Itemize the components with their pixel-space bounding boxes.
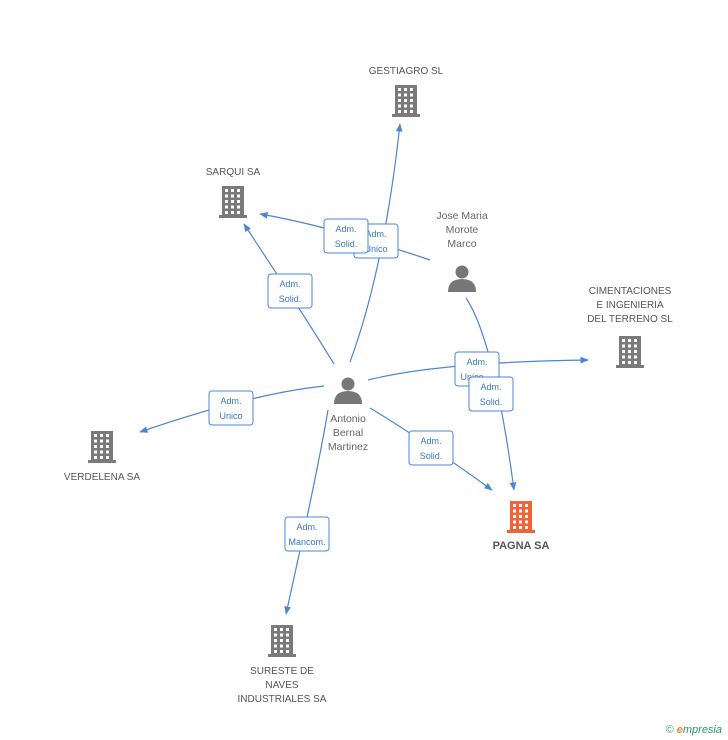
- building-icon: [507, 501, 535, 533]
- edge-label-antonio-to-verdelena[interactable]: Adm. Unico: [208, 390, 254, 426]
- edge-label-text: Adm.: [220, 396, 241, 406]
- company-node-cimentaciones[interactable]: CIMENTACIONES E INGENIERIA DEL TERRENO SL: [587, 286, 673, 368]
- person-icon: [448, 265, 476, 292]
- company-label: VERDELENA SA: [64, 472, 140, 483]
- edge-label-text: Unico: [219, 411, 242, 421]
- brand-logo: empresia: [676, 724, 722, 736]
- company-node-sureste[interactable]: SURESTE DE NAVES INDUSTRIALES SA: [238, 625, 327, 705]
- edge-labels-layer: Adm.Solid.Adm.UnicoAdm.Solid.Adm.Unico,.…: [208, 218, 514, 552]
- edge-label-box: [284, 516, 330, 552]
- edge-label-antonio-to-sarqui[interactable]: Adm. Solid.: [267, 273, 313, 309]
- company-node-verdelena[interactable]: VERDELENA SA: [64, 431, 140, 483]
- company-node-gestiagro[interactable]: GESTIAGRO SL: [369, 66, 444, 117]
- edge-label-antonio-to-pagna[interactable]: Adm. Solid.: [408, 430, 454, 466]
- edge-label-antonio-to-sureste[interactable]: Adm. Mancom.: [284, 516, 330, 552]
- person-icon: [334, 377, 362, 404]
- company-label: INDUSTRIALES SA: [238, 694, 327, 705]
- company-label: NAVES: [265, 680, 298, 691]
- edge-label-text: Mancom.: [288, 537, 325, 547]
- company-label: E INGENIERIA: [596, 300, 664, 311]
- edge-label-jose-to-pagna[interactable]: Adm. Solid.: [468, 376, 514, 412]
- company-node-sarqui[interactable]: SARQUI SA: [206, 167, 261, 218]
- person-label: Martinez: [328, 441, 368, 453]
- edge-label-text: Solid.: [335, 239, 358, 249]
- edge-antonio-to-sureste: [284, 409, 329, 615]
- person-label: Marco: [447, 238, 476, 250]
- building-icon: [219, 186, 247, 218]
- person-label: Jose Maria: [436, 210, 488, 222]
- edge-label-box: [267, 273, 313, 309]
- edge-label-jose-to-sarqui[interactable]: Adm. Solid.: [323, 218, 369, 254]
- edge-label-text: Adm.: [365, 229, 386, 239]
- edge-label-text: Solid.: [279, 294, 302, 304]
- edge-label-text: Adm.: [420, 436, 441, 446]
- edge-label-text: Adm.: [466, 357, 487, 367]
- edge-label-text: Adm.: [335, 224, 356, 234]
- nodes-layer: GESTIAGRO SL SARQUI SA CIMENTACIONES E INGE…: [64, 66, 673, 705]
- edge-label-text: Unico: [364, 244, 387, 254]
- edge-label-box: [468, 376, 514, 412]
- person-label: Bernal: [333, 427, 363, 439]
- building-icon: [88, 431, 116, 463]
- company-label: SURESTE DE: [250, 666, 314, 677]
- edge-label-text: Solid.: [480, 397, 503, 407]
- edge-label-text: Adm.: [279, 279, 300, 289]
- edge-label-box: [408, 430, 454, 466]
- edge-label-box: [323, 218, 369, 254]
- person-label: Antonio: [330, 413, 366, 425]
- edge-label-text: Adm.: [296, 522, 317, 532]
- edge-label-text: Solid.: [420, 451, 443, 461]
- copyright-symbol: ©: [665, 724, 674, 736]
- company-label: SARQUI SA: [206, 167, 261, 178]
- building-icon: [392, 85, 420, 117]
- company-node-pagna[interactable]: PAGNA SA: [493, 501, 550, 552]
- company-label: GESTIAGRO SL: [369, 66, 444, 77]
- building-icon: [616, 336, 644, 368]
- building-icon: [268, 625, 296, 657]
- person-label: Morote: [446, 224, 479, 236]
- company-label: PAGNA SA: [493, 540, 550, 552]
- edge-label-box: [208, 390, 254, 426]
- footer-brand[interactable]: © empresia: [666, 724, 722, 736]
- company-label: CIMENTACIONES: [589, 286, 672, 297]
- company-label: DEL TERRENO SL: [587, 314, 673, 325]
- edge-label-text: Adm.: [480, 382, 501, 392]
